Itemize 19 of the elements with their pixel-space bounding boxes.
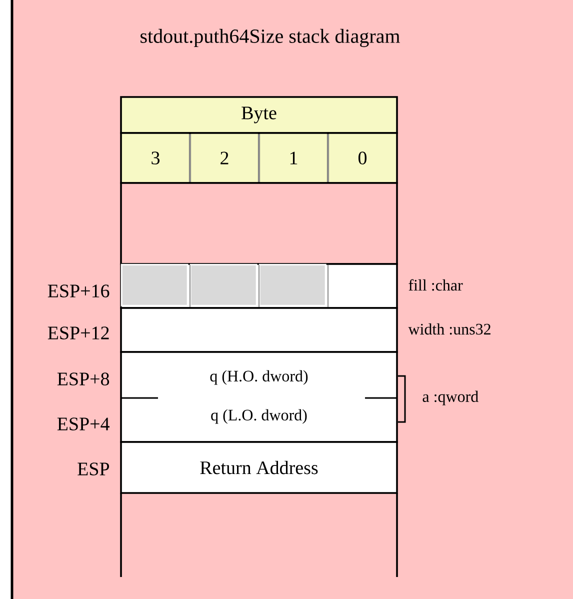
offset-label: ESP+16 [48,284,110,298]
variable-label: a :qword [422,390,478,406]
offset-label: ESP+4 [57,418,110,430]
byte-cell: 1 [258,132,329,184]
offset-label: fill :char [408,279,463,291]
byte-cell: 0 [327,132,398,184]
offset-label: ESP [78,462,110,476]
title: stdout.puth64Size stack diagram [140,28,400,48]
offset-label: ESP+12 [48,326,109,340]
byte-slot [120,264,188,306]
byte-cell: 3 [120,132,191,184]
stack-slot: Return Address [120,441,398,494]
byte-slot [258,264,326,306]
offset-label: width :uns32 [408,323,490,335]
byte-cell: 2 [189,132,260,184]
byte-slot [190,264,258,306]
stack-slot [120,182,398,265]
offset-label: ESP+8 [57,372,110,386]
stack-slot [120,307,398,353]
